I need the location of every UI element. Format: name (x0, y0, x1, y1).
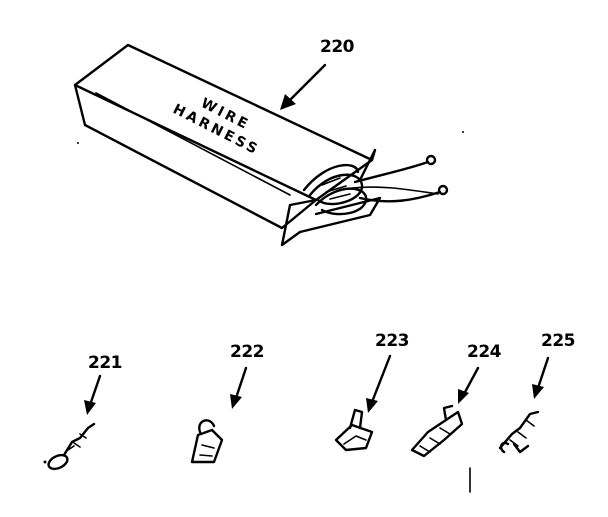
leader-220 (288, 63, 327, 102)
terminal-225-body (498, 410, 540, 450)
leader-225 (536, 356, 550, 390)
callout-220: 220 (320, 37, 355, 57)
terminal-225-ring (499, 441, 510, 454)
leader-221 (88, 374, 102, 407)
wire-coil-1 (308, 173, 364, 206)
terminal-223-tab (348, 408, 364, 430)
box-front-face (73, 83, 318, 230)
callout-224: 224 (467, 342, 502, 362)
box-flap-top (358, 148, 377, 182)
speck-1 (77, 142, 79, 144)
speck-2 (462, 131, 464, 133)
terminal-225 (498, 410, 540, 454)
terminal-224-body (410, 410, 464, 458)
callout-223: 223 (375, 331, 409, 351)
terminal-222-crimp (199, 444, 215, 457)
arrowhead-221 (84, 400, 96, 415)
arrowhead-220 (280, 94, 296, 110)
terminal-221-ring (47, 453, 69, 471)
leader-224 (462, 366, 480, 396)
terminal-224-crimp (419, 427, 451, 453)
terminal-222-hook (198, 419, 216, 434)
wire-lead-3 (351, 186, 439, 195)
terminal-221-body (62, 422, 96, 457)
wire-coil-3 (302, 163, 360, 192)
wire-harness-box: WIRE HARNESS (73, 43, 449, 247)
terminal-223 (334, 408, 374, 452)
wire-lead-1 (353, 160, 430, 184)
terminal-221 (43, 422, 96, 471)
terminal-222 (190, 419, 224, 464)
terminal-221-dot (43, 460, 47, 464)
box-top-face (73, 43, 374, 202)
arrowhead-222 (230, 394, 242, 409)
box-edge-line (95, 92, 291, 196)
box-flap-left (280, 198, 318, 247)
leader-222 (234, 366, 248, 400)
box-flap-bottom (298, 196, 382, 234)
terminal-224-tab (442, 404, 454, 422)
leader-223 (370, 354, 392, 404)
arrowhead-224 (458, 389, 469, 404)
terminal-224 (410, 404, 464, 458)
wire-terminal-2 (437, 184, 449, 196)
terminal-222-body (190, 428, 224, 464)
terminal-225-tail (512, 442, 530, 454)
wire-lead-2 (358, 190, 442, 203)
terminal-223-crimp (343, 435, 367, 445)
callout-225: 225 (541, 331, 575, 351)
wire-terminal-1 (425, 154, 437, 166)
callout-221: 221 (88, 353, 122, 373)
callout-222: 222 (230, 342, 264, 362)
terminal-221-crimp (67, 433, 87, 451)
arrowhead-223 (366, 398, 378, 413)
arrowhead-225 (532, 384, 544, 399)
wire-strands (321, 177, 351, 200)
